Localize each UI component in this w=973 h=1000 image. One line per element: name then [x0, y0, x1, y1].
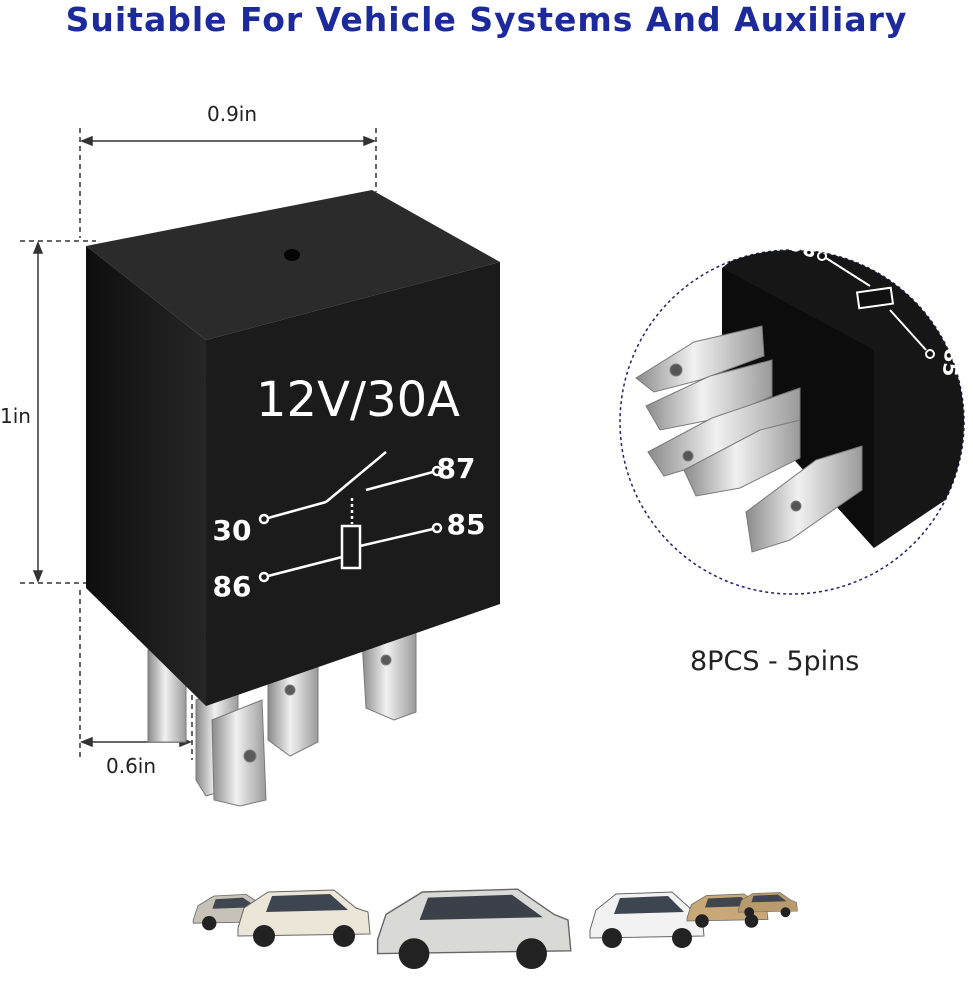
pin-label-86: 86: [213, 570, 252, 603]
relay-rating: 12V/30A: [256, 372, 460, 428]
page-title: Suitable For Vehicle Systems And Auxilia…: [65, 0, 908, 39]
pin-zoom-detail: [619, 249, 965, 595]
pin-length-dimension-label: 0.6in: [106, 754, 157, 778]
pin-label-87: 87: [437, 452, 476, 485]
relay-body: [86, 190, 500, 706]
pin-label-30: 30: [213, 514, 252, 547]
width-dimension-label: 0.9in: [207, 102, 258, 126]
zoom-pin-label-85: 85: [938, 348, 964, 378]
car-icon: [237, 889, 371, 947]
height-dimension-label: 1in: [0, 404, 31, 428]
product-quantity-caption: 8PCS - 5pins: [690, 646, 860, 677]
car-icon: [737, 892, 798, 918]
car-icon: [376, 888, 572, 969]
car-icon: [589, 891, 705, 948]
pin-label-85: 85: [447, 508, 486, 541]
relay-pins: [147, 631, 417, 807]
dimension-lines: [20, 128, 377, 760]
car-lineup: [192, 888, 798, 969]
relay-wiring-diagram: [258, 451, 443, 583]
